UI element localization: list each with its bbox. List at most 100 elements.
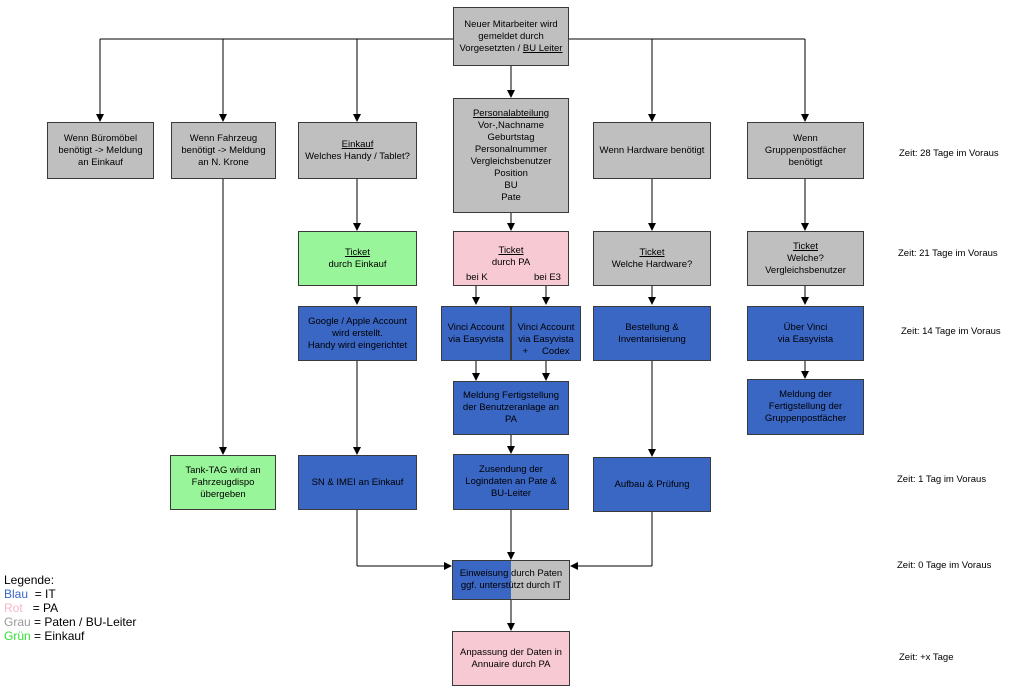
node-text: Anpassung der Daten in — [460, 646, 562, 658]
node-title: Personalabteilung — [472, 107, 550, 119]
legend-item-it: Blau = IT — [4, 587, 136, 601]
node-text: Welche Hardware? — [611, 258, 693, 270]
node-tank-tag: Tank-TAG wird an Fahrzeugdispo übergeben — [170, 455, 276, 510]
node-ticket-hardware: Ticket Welche Hardware? — [593, 231, 711, 286]
legend-color-name: Blau — [4, 587, 29, 601]
node-text: Welche? — [787, 252, 824, 264]
node-neuer-mitarbeiter: Neuer Mitarbeiter wird gemeldet durch Vo… — [453, 7, 569, 66]
node-text: Fertigstellung der — [768, 401, 843, 412]
node-text: SN & IMEI an Einkauf — [311, 476, 404, 488]
node-text: Fahrzeugdispo — [191, 476, 255, 488]
node-gruppenpostfaecher: Wenn Gruppenpostfächer benötigt — [747, 122, 864, 179]
node-title: Ticket — [498, 245, 524, 256]
node-text: Bestellung & — [625, 321, 679, 333]
node-text: Vinci Account — [447, 322, 505, 333]
node-text: Über Vinci — [783, 321, 828, 333]
node-text: Neuer Mitarbeiter wird — [464, 18, 558, 30]
node-text: Wenn Büromöbel — [63, 132, 138, 144]
legend: Legende: Blau = IT Rot = PA Grau = Paten… — [4, 573, 136, 643]
node-text: benötigt -> Meldung — [181, 144, 266, 156]
node-text: Vergleichsbenutzer — [765, 264, 846, 276]
legend-color-name: Grau — [4, 615, 31, 629]
node-google-apple-account: Google / Apple Account wird erstellt. Ha… — [298, 306, 417, 361]
node-text: Geburtstag — [487, 131, 535, 143]
node-text-part: + — [522, 346, 529, 357]
node-meldung-fertigstellung: Meldung Fertigstellung der Benutzeranlag… — [453, 381, 569, 435]
node-meldung-gruppenpostfaecher: Meldung der Fertigstellung der Gruppenpo… — [747, 379, 864, 435]
legend-item-paten: Grau = Paten / BU-Leiter — [4, 615, 136, 629]
node-text: der Benutzeranlage an — [462, 402, 560, 413]
node-text: Personalnummer — [474, 143, 548, 155]
node-text: Gruppenpostfächer — [764, 144, 847, 156]
legend-meaning: = PA — [22, 601, 59, 615]
node-ticket-einkauf: Ticket durch Einkauf — [298, 231, 417, 286]
node-personalabteilung: Personalabteilung Vor-,Nachname Geburtst… — [453, 98, 569, 213]
node-text: Position — [494, 167, 528, 179]
node-text: Google / Apple Account — [308, 316, 407, 327]
node-text: Aufbau & Prüfung — [614, 478, 690, 490]
node-zusendung-logindaten: Zusendung der Logindaten an Pate & BU-Le… — [453, 454, 569, 510]
legend-meaning: = Paten / BU-Leiter — [30, 615, 137, 629]
branch-label-bei-k: bei K — [466, 272, 488, 283]
node-text-underlined: BU Leiter — [522, 42, 563, 54]
node-text: Inventarisierung — [618, 333, 686, 345]
time-label-plus-x: Zeit: +x Tage — [899, 652, 954, 663]
node-text: Vinci Account — [517, 322, 575, 333]
node-ticket-gruppen: Ticket Welche? Vergleichsbenutzer — [747, 231, 864, 286]
node-text: Vergleichsbenutzer — [470, 155, 552, 167]
node-einweisung: Einweisung durch Paten ggf. unterstützt … — [452, 560, 570, 600]
node-text: BU — [504, 179, 518, 191]
node-text-part: Vorgesetzten / — [459, 42, 523, 54]
node-sn-imei: SN & IMEI an Einkauf — [298, 455, 417, 510]
node-text: durch PA — [491, 257, 531, 268]
node-text: benötigt — [788, 156, 823, 168]
node-text: Vor-,Nachname — [477, 119, 544, 131]
branch-label-bei-e3: bei E3 — [534, 272, 561, 283]
node-text: PA — [505, 414, 517, 425]
node-text: gemeldet durch — [478, 30, 544, 42]
node-fahrzeug: Wenn Fahrzeug benötigt -> Meldung an N. … — [171, 122, 276, 179]
node-text: Meldung Fertigstellung — [462, 390, 560, 401]
node-aufbau-pruefung: Aufbau & Prüfung — [593, 457, 711, 512]
node-text: Welches Handy / Tablet? — [305, 150, 410, 162]
node-text: Einweisung durch Paten — [459, 568, 563, 579]
node-anpassung-annuaire: Anpassung der Daten in Annuaire durch PA — [452, 631, 570, 686]
node-text: + Codex — [522, 346, 569, 358]
node-text: via Easyvista — [518, 334, 574, 345]
node-text: via Easyvista — [777, 333, 834, 345]
node-text: an Einkauf — [78, 156, 123, 168]
node-text: durch Einkauf — [328, 258, 387, 270]
time-label-28: Zeit: 28 Tage im Voraus — [899, 148, 999, 159]
time-label-14: Zeit: 14 Tage im Voraus — [901, 326, 1001, 337]
node-text: Pate — [501, 191, 521, 203]
node-text: via Easyvista — [448, 334, 504, 345]
node-text: ggf. unterstützt durch IT — [460, 580, 562, 591]
node-bestellung: Bestellung & Inventarisierung — [593, 306, 711, 361]
legend-color-name: Rot — [4, 601, 23, 615]
node-text: übergeben — [200, 488, 246, 500]
legend-meaning: = IT — [28, 587, 56, 601]
node-title: Einkauf — [341, 138, 374, 150]
node-text-part: Codex — [542, 346, 570, 357]
node-text: Wenn Hardware benötigt — [599, 144, 705, 156]
node-hardware: Wenn Hardware benötigt — [593, 122, 711, 179]
time-label-21: Zeit: 21 Tage im Voraus — [898, 248, 998, 259]
legend-color-name: Grün — [4, 629, 31, 643]
node-bueromoebel: Wenn Büromöbel benötigt -> Meldung an Ei… — [47, 122, 154, 179]
node-title: Ticket — [345, 246, 370, 258]
legend-item-pa: Rot = PA — [4, 601, 136, 615]
node-text: Handy wird eingerichtet — [307, 340, 408, 351]
node-vinci-account-e3: Vinci Account via Easyvista + Codex — [511, 306, 581, 361]
time-label-1: Zeit: 1 Tag im Voraus — [897, 474, 987, 485]
node-title: Ticket — [793, 240, 818, 252]
legend-title: Legende: — [4, 573, 55, 587]
node-text: Gruppenpostfächer — [764, 413, 847, 424]
node-text: Logindaten an Pate & — [465, 476, 557, 487]
legend-meaning: = Einkauf — [30, 629, 85, 643]
node-text: an N. Krone — [198, 156, 249, 168]
node-text: Annuaire durch PA — [471, 658, 551, 670]
node-text: Wenn Fahrzeug — [189, 132, 258, 144]
node-text: Wenn — [793, 132, 818, 144]
node-ticket-pa: Ticket durch PA bei K bei E3 — [453, 231, 569, 286]
